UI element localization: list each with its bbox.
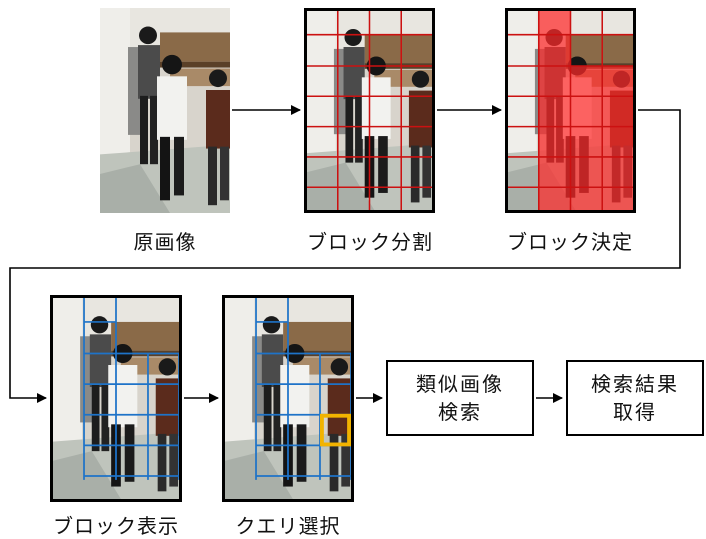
get-search-results-box: 検索結果 取得 (566, 360, 704, 436)
panel-original (100, 8, 230, 213)
query-block (319, 413, 351, 447)
panel-block-divide (304, 8, 435, 213)
caption-block-display: ブロック表示 (53, 514, 179, 538)
result-box-line-1: 検索結果 (591, 372, 679, 396)
result-box-line-2: 取得 (613, 400, 657, 424)
caption-block-decide: ブロック決定 (507, 230, 633, 254)
caption-block-divide: ブロック分割 (307, 230, 433, 254)
search-box-line-1: 類似画像 (416, 372, 504, 396)
panel-block-decide (505, 8, 636, 213)
caption-original: 原画像 (133, 230, 197, 254)
search-box-line-2: 検索 (438, 400, 482, 424)
caption-query-select: クエリ選択 (235, 514, 341, 538)
panel-query-select (222, 295, 354, 502)
search-similar-images-box: 類似画像 検索 (386, 360, 534, 436)
panel-block-display (50, 295, 182, 502)
